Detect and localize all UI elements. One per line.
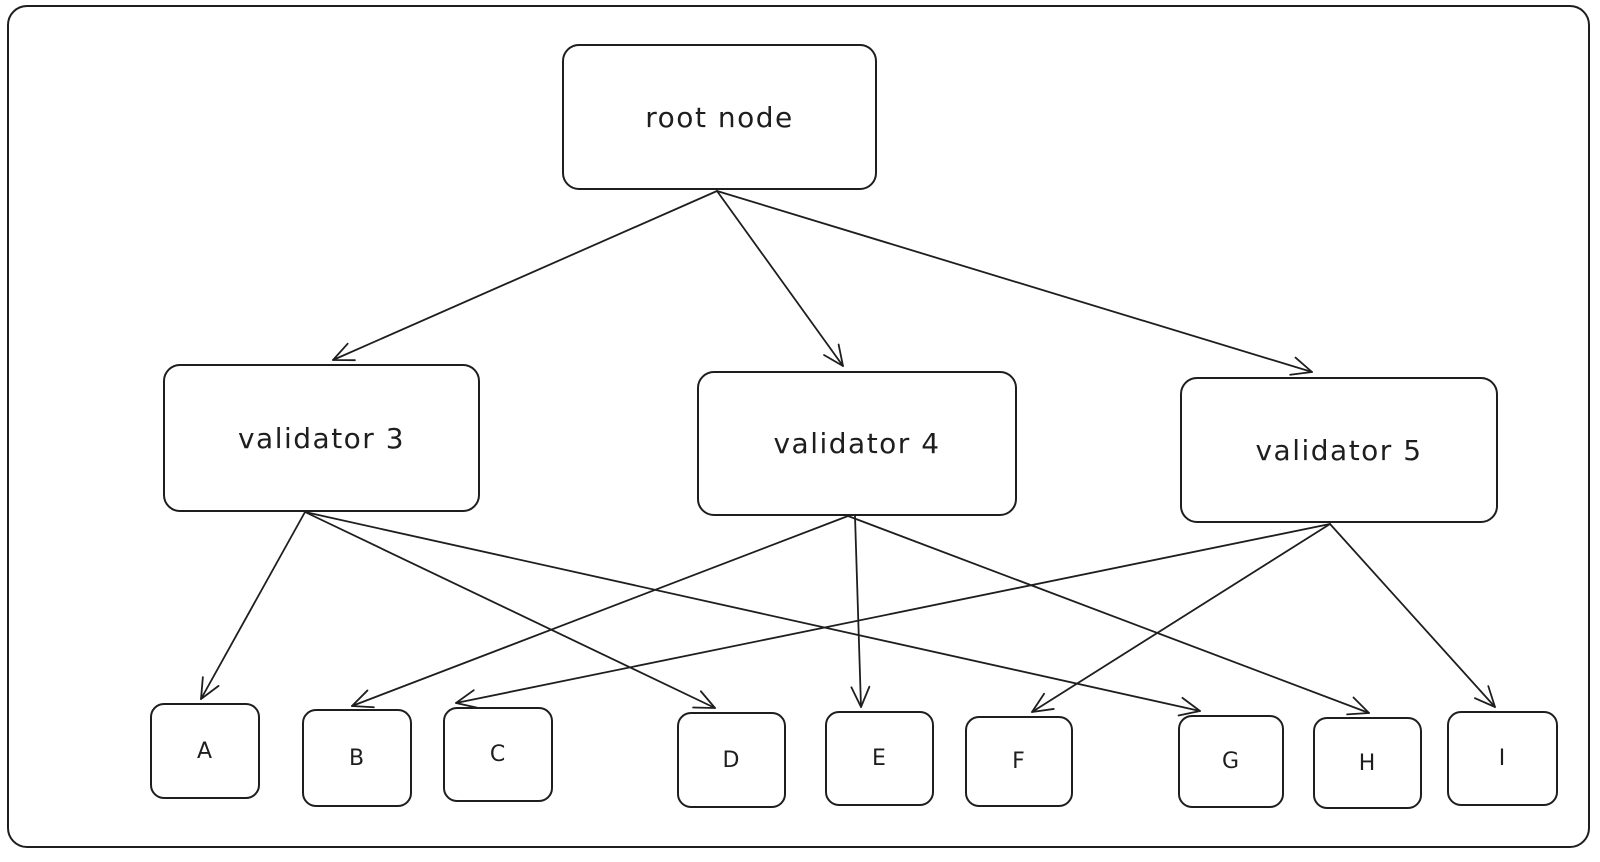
node-leaf-i[interactable]: I: [1447, 711, 1558, 806]
node-leaf-d-label: D: [722, 747, 741, 773]
node-leaf-c[interactable]: C: [443, 707, 553, 802]
node-leaf-b-label: B: [348, 745, 366, 771]
node-validator-4-label: validator 4: [773, 427, 941, 460]
node-leaf-h[interactable]: H: [1313, 717, 1422, 809]
node-root-label: root node: [645, 100, 794, 134]
node-leaf-b[interactable]: B: [302, 709, 412, 807]
node-root[interactable]: root node: [562, 44, 877, 190]
node-leaf-g[interactable]: G: [1178, 715, 1284, 808]
outer-frame: [7, 5, 1590, 848]
node-leaf-h-label: H: [1358, 750, 1377, 776]
node-leaf-f-label: F: [1012, 749, 1026, 774]
node-validator-5-label: validator 5: [1255, 433, 1423, 467]
node-leaf-a-label: A: [196, 738, 214, 764]
node-validator-5[interactable]: validator 5: [1180, 377, 1498, 523]
node-leaf-c-label: C: [489, 742, 507, 767]
node-validator-3-label: validator 3: [237, 421, 406, 455]
node-leaf-e-label: E: [872, 746, 887, 771]
node-validator-4[interactable]: validator 4: [697, 371, 1017, 516]
node-leaf-g-label: G: [1221, 749, 1241, 774]
node-validator-3[interactable]: validator 3: [163, 364, 480, 512]
node-leaf-i-label: I: [1498, 746, 1507, 771]
node-leaf-d[interactable]: D: [677, 712, 786, 808]
node-leaf-f[interactable]: F: [965, 716, 1073, 807]
node-leaf-e[interactable]: E: [825, 711, 934, 806]
node-leaf-a[interactable]: A: [150, 703, 260, 799]
